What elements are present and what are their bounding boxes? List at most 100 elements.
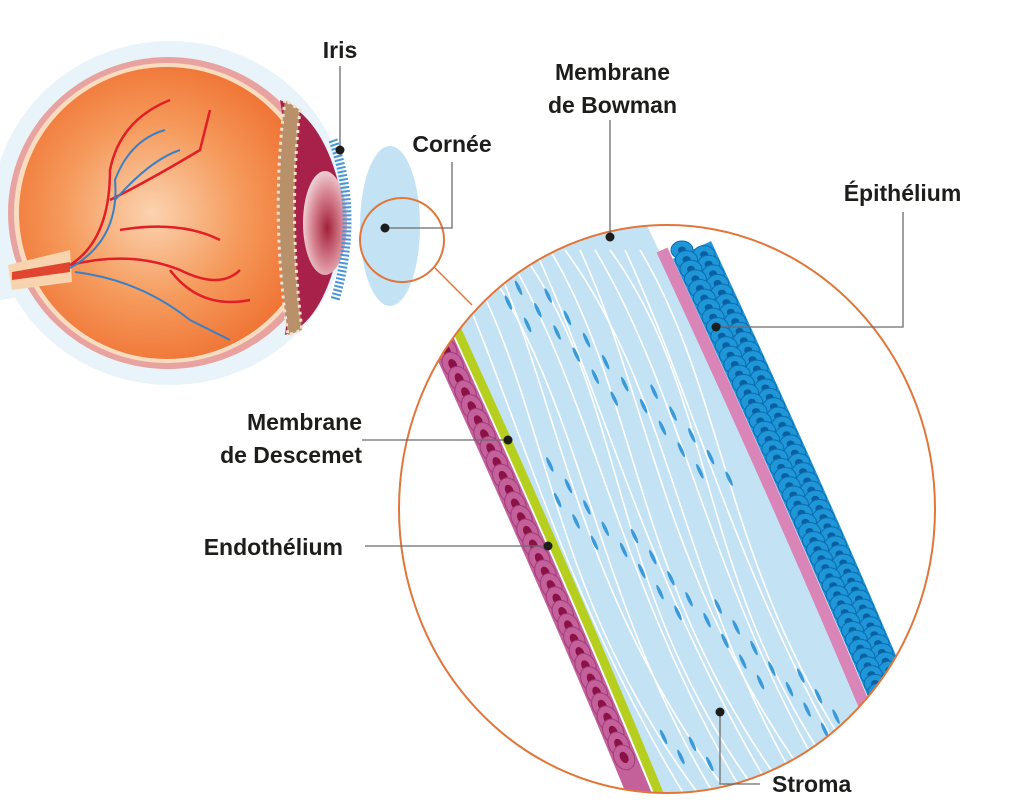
label-descemet: Membrane de Descemet [180,406,362,472]
keratocyte [650,384,658,400]
keratocyte [696,463,704,479]
cell-nucleus [911,727,920,735]
keratocyte [706,449,715,465]
keratocyte [814,688,823,704]
keratocyte [638,563,646,579]
keratocyte [725,471,733,486]
keratocyte [495,258,503,273]
keratocyte [601,521,610,537]
epithelial-cell [881,717,905,737]
keratocyte [582,332,591,348]
keratocyte [523,317,532,333]
collagen-fiber [459,249,701,793]
cornea-shape [360,146,420,306]
cell-nucleus [878,697,887,705]
cell-nucleus [893,732,902,740]
keratocyte [750,640,758,656]
cell-nucleus [896,740,905,748]
keratocyte [674,605,682,621]
collagen-fiber [444,249,686,793]
keratocyte [553,325,561,340]
keratocyte [504,295,513,310]
collagen-fiber [549,249,791,793]
keratocyte [703,612,711,628]
cell-nucleus [435,330,445,342]
keratocyte [630,528,639,544]
keratocyte [667,570,675,586]
keratocyte [639,398,648,414]
cell-nucleus [422,302,432,314]
keratocyte [820,722,829,738]
cell-nucleus [874,688,883,696]
label-iris: Iris [322,37,358,63]
keratocyte [688,736,697,752]
collagen-fiber [609,249,851,793]
keratocyte [721,633,729,649]
epithelial-cell [885,726,909,746]
keratocyte [619,542,628,558]
collagen-fiber [534,249,776,793]
collagen-fiber [474,249,716,793]
keratocyte [785,681,794,697]
keratocyte [572,514,580,529]
epithelial-cell [896,704,920,724]
keratocyte [669,406,677,421]
keratocyte [739,654,747,669]
cell-nucleus [428,316,438,328]
label-bowman-line2: de Bowman [547,92,678,118]
epithelial-cell [914,747,935,767]
cell-nucleus [903,758,912,766]
zoom-connector [434,267,473,306]
leader-lines [339,66,904,785]
label-epithelium: Épithélium [843,180,962,206]
keratocyte [838,742,846,758]
endothelial-cell [422,309,445,335]
keratocyte [832,709,840,724]
keratocyte [564,478,573,494]
keratocyte [485,272,493,288]
collagen-fiber [519,249,761,793]
leader-dots [335,145,725,717]
epithelial-cell [885,678,909,698]
keratocyte [590,535,599,551]
keratocyte [756,674,765,690]
zoom-circle [398,224,936,794]
ciliary-muscle [276,97,304,338]
cell-nucleus [900,749,909,757]
epithelial-cell [892,695,916,715]
cell-nucleus [918,745,927,753]
cell-nucleus [415,287,425,299]
cell-nucleus [619,751,629,764]
keratocyte [659,729,668,745]
epithelial-cell [907,730,931,750]
keratocyte [677,442,685,457]
endothelial-cell [415,294,438,321]
epithelial-cell [892,743,916,763]
cell-nucleus [907,719,916,727]
keratocyte [688,428,696,443]
epithelial-cell [900,713,924,733]
keratocyte [803,702,811,717]
epithelial-cell [910,739,934,759]
cell-nucleus [903,710,912,718]
collagen-fiber [579,249,821,793]
keratocyte [706,756,714,772]
cell-nucleus [889,675,898,683]
keratocyte [572,347,581,362]
epithelium-leader [716,212,904,328]
keratocyte [534,302,542,318]
eyeball-illustration [0,41,420,385]
cornee-leader [385,162,453,229]
label-stroma: Stroma [772,771,852,797]
keratocyte [583,500,591,515]
cell-nucleus [896,692,905,700]
label-bowman-line1: Membrane [554,59,671,85]
label-descemet-line2: de Descemet [220,442,362,468]
label-bowman: Membrane de Bowman [530,56,695,122]
lens [303,171,347,275]
keratocyte [714,599,722,614]
epithelial-cell [870,691,894,711]
cell-nucleus [892,684,901,692]
